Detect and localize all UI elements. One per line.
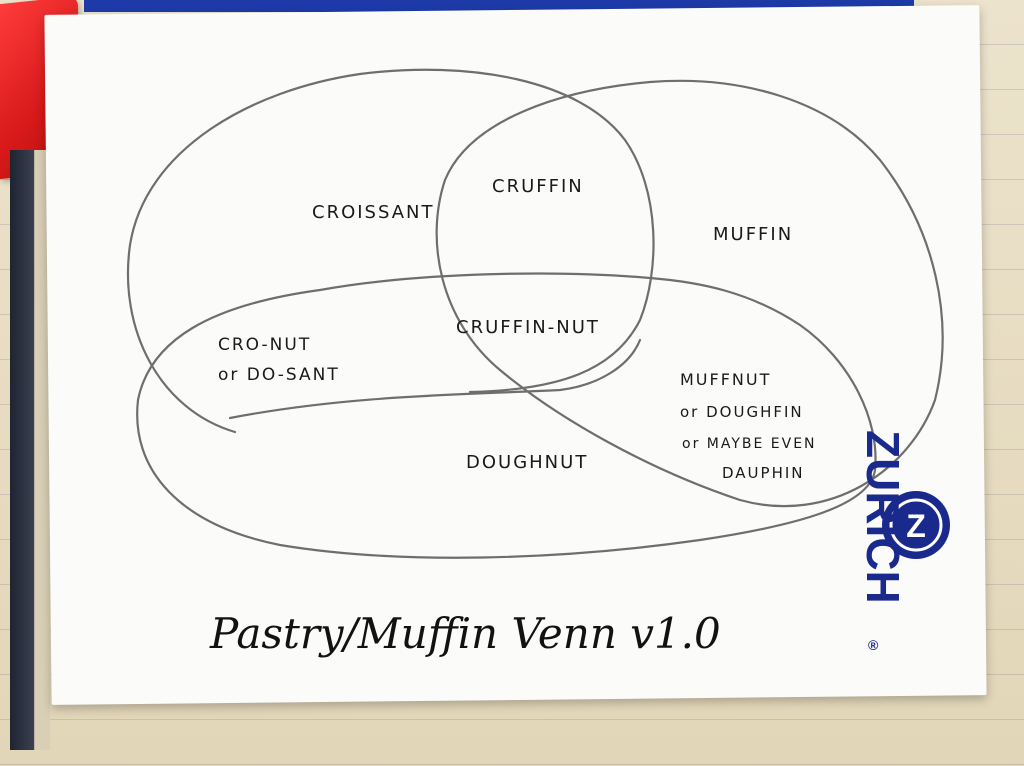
zurich-registered-mark: ®	[868, 637, 879, 653]
label-maybe-even: or MAYBE EVEN	[682, 436, 817, 452]
label-doughnut: DOUGHNUT	[466, 452, 588, 473]
zurich-wordmark: ZURICH	[857, 430, 909, 604]
label-dosant: or DO-SANT	[218, 365, 340, 385]
label-cronut: CRO-NUT	[218, 335, 311, 355]
diagram-title: Pastry/Muffin Venn v1.0	[209, 609, 721, 658]
label-muffnut: MUFFNUT	[680, 370, 771, 389]
zurich-emblem-letter: Z	[906, 508, 926, 544]
label-cruffin-nut: CRUFFIN-NUT	[456, 317, 600, 338]
zurich-emblem-ring	[889, 498, 943, 552]
doughnut-circle	[136, 272, 877, 559]
zurich-logo: Z ZURICH ®	[857, 430, 950, 653]
label-muffin: MUFFIN	[713, 224, 793, 245]
croissant-circle	[126, 68, 655, 434]
muffin-circle	[435, 79, 944, 508]
label-doughfin: or DOUGHFIN	[680, 403, 804, 421]
notebook-edge	[10, 150, 50, 750]
label-cruffin: CRUFFIN	[492, 176, 584, 197]
label-croissant: CROISSANT	[312, 202, 435, 223]
label-dauphin: DAUPHIN	[722, 464, 805, 482]
